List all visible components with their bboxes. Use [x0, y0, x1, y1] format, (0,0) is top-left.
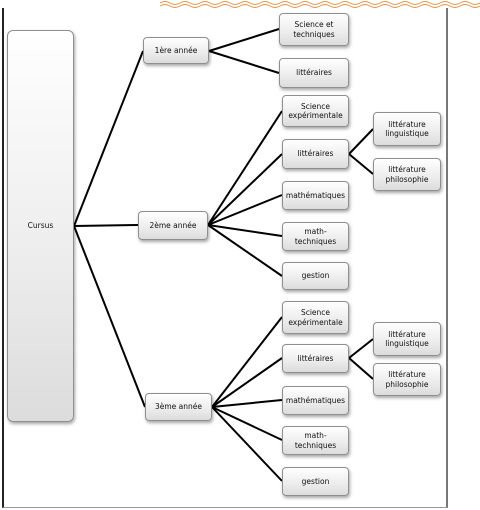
node-year3-math-techniques: math-techniques — [282, 426, 349, 455]
link-cursus-year3 — [73, 225, 146, 408]
link-year1-litteraires — [208, 50, 280, 74]
node-year2-mathematiques: mathématiques — [282, 181, 349, 210]
link-year3-branch-3 — [211, 406, 283, 441]
node-year1-science-techniques: Science et techniques — [279, 13, 349, 46]
decorative-wave-border — [160, 1, 480, 8]
node-year2-litterature-linguistique: littérature linguistique — [373, 112, 441, 146]
link-year3-branch-1 — [211, 357, 283, 408]
node-year-1: 1ère année — [143, 37, 209, 64]
node-year3-gestion: gestion — [282, 467, 349, 496]
node-year1-litteraires: littéraires — [279, 58, 349, 88]
link-year3-branch-4 — [211, 406, 283, 482]
node-year2-science-experimentale: Science expérimentale — [282, 95, 349, 127]
link-year3-branch-2 — [211, 399, 283, 408]
node-year2-math-techniques: math-techniques — [282, 222, 349, 251]
link-year2-branch-0 — [207, 110, 283, 226]
link-year3-branch-0 — [211, 316, 283, 408]
node-year-3: 3ème année — [145, 393, 212, 421]
node-year3-mathematiques: mathématiques — [282, 386, 349, 415]
link-year2-branch-4 — [207, 224, 283, 277]
node-year3-science-experimentale: Science expérimentale — [282, 301, 349, 334]
node-year2-litterature-philosophie: littérature philosophie — [373, 158, 441, 191]
link-cursus-year2 — [73, 224, 139, 227]
link-year2-branch-1 — [207, 153, 283, 226]
link-year3-sub-philosophie — [348, 357, 374, 380]
node-year3-litterature-linguistique: littérature linguistique — [373, 322, 441, 356]
link-cursus-year1 — [73, 50, 144, 227]
link-year2-branch-3 — [207, 224, 283, 237]
link-year2-branch-2 — [207, 194, 283, 226]
node-year3-litteraires: littéraires — [282, 344, 349, 373]
wave-line-2 — [160, 4, 480, 8]
link-year2-sub-philosophie — [348, 153, 374, 175]
link-year2-sub-linguistique — [348, 128, 374, 155]
wave-line-1 — [160, 1, 480, 5]
link-year1-science-techniques — [208, 28, 280, 52]
node-year2-gestion: gestion — [282, 262, 349, 290]
node-cursus: Cursus — [7, 30, 74, 422]
node-year3-litterature-philosophie: littérature philosophie — [373, 363, 441, 396]
link-year3-sub-linguistique — [348, 338, 374, 359]
page-frame — [2, 8, 448, 508]
node-year2-litteraires: littéraires — [282, 139, 349, 169]
node-year-2: 2ème année — [138, 211, 208, 240]
